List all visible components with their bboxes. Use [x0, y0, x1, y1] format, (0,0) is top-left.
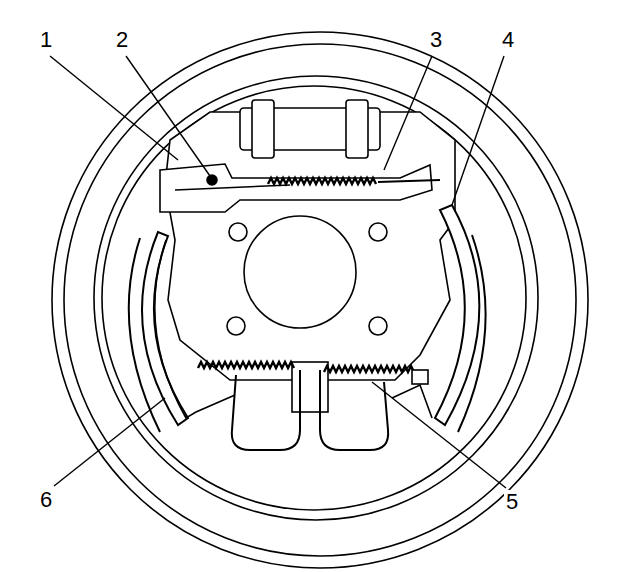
- callout-number: 6: [38, 488, 54, 512]
- spring-hook: [412, 370, 428, 384]
- callout-number: 2: [114, 28, 130, 52]
- cylinder-end: [252, 100, 274, 158]
- leader-line: [384, 56, 432, 170]
- leader-line: [452, 56, 504, 205]
- backing-plate: [165, 112, 455, 380]
- drum-ring: [64, 44, 576, 556]
- drum-inner-ring: [94, 76, 538, 520]
- callout-number: 1: [38, 28, 54, 52]
- leader-line: [372, 382, 506, 488]
- hub-opening: [244, 216, 356, 328]
- brake-shoe-left: [129, 238, 160, 432]
- bolt-hole: [229, 223, 247, 241]
- return-spring: [324, 366, 414, 372]
- brake-shoe-lining: [142, 232, 188, 425]
- leader-line: [50, 56, 178, 160]
- drum-outer-ring: [52, 32, 588, 568]
- bolt-hole: [227, 317, 245, 335]
- cylinder-end: [346, 100, 368, 158]
- leader-line: [54, 398, 165, 486]
- anchor-block: [292, 362, 328, 412]
- callout-number: 4: [500, 28, 516, 52]
- actuator-link: [378, 180, 440, 182]
- return-spring: [198, 362, 294, 368]
- adjuster-spring: [268, 178, 376, 184]
- u-spring: [232, 370, 300, 450]
- leader-lines: [50, 56, 506, 488]
- bolt-hole: [369, 317, 387, 335]
- adjuster-lever: [175, 185, 290, 190]
- adjuster-assembly: [160, 164, 432, 212]
- adjuster-pivot: [207, 175, 217, 185]
- leader-line: [126, 56, 210, 176]
- callout-number: 3: [428, 28, 444, 52]
- u-spring: [320, 370, 388, 450]
- bolt-hole: [369, 223, 387, 241]
- shoe-web: [155, 240, 235, 418]
- callout-number: 5: [504, 490, 520, 514]
- brake-shoe-right: [458, 235, 486, 432]
